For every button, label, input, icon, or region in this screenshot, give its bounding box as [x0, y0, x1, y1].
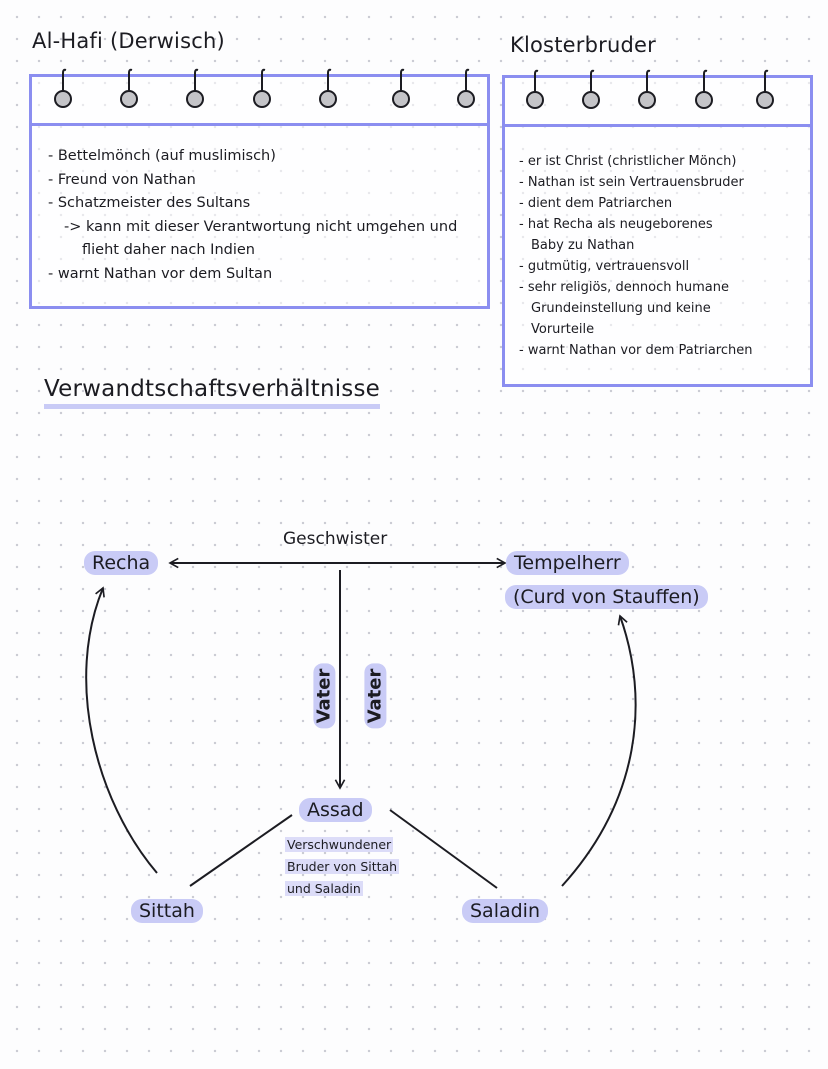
klosterbruder-list: - er ist Christ (christlicher Mönch) - N… — [519, 151, 810, 361]
list-item: - er ist Christ (christlicher Mönch) — [519, 154, 737, 169]
assad-note-line: Bruder von Sittah — [285, 859, 400, 874]
assad-note-line: Verschwundener — [285, 837, 394, 852]
spiral-ring-icon — [186, 68, 204, 108]
spiral-ring-icon — [120, 68, 138, 108]
label-vater-left: Vater — [313, 663, 336, 729]
list-item: Baby zu Nathan — [531, 238, 635, 253]
node-assad: Assad — [299, 798, 372, 822]
assad-sittah-line — [189, 814, 293, 887]
list-item: - gutmütig, vertrauensvoll — [519, 259, 690, 274]
klosterbruder-card: - er ist Christ (christlicher Mönch) - N… — [502, 69, 813, 387]
spiral-ring-icon — [319, 68, 337, 108]
list-item: - warnt Nathan vor dem Patriarchen — [519, 343, 753, 358]
node-sittah: Sittah — [131, 899, 203, 923]
assad-note-line: und Saladin — [285, 881, 363, 896]
list-item: flieht daher nach Indien — [82, 242, 255, 258]
assad-saladin-line — [389, 809, 498, 889]
spiral-ring-icon — [695, 69, 713, 109]
sittah-recha-arrow — [85, 586, 158, 874]
alhafi-ring-bar — [32, 68, 487, 126]
node-tempelherr: Tempelherr — [506, 551, 629, 575]
section-title: Verwandtschaftsverhältnisse — [44, 376, 381, 409]
list-item: - dient dem Patriarchen — [519, 196, 673, 211]
list-item: - Nathan ist sein Vertrauensbruder — [519, 175, 744, 190]
alhafi-title: Al-Hafi (Derwisch) — [32, 29, 225, 53]
list-item: - sehr religiös, dennoch humane — [519, 280, 729, 295]
alhafi-card: - Bettelmönch (auf muslimisch) - Freund … — [29, 68, 490, 309]
list-item: - Schatzmeister des Sultans — [48, 195, 251, 211]
spiral-ring-icon — [582, 69, 600, 109]
spiral-ring-icon — [54, 68, 72, 108]
list-item: -> kann mit dieser Verantwortung nicht u… — [64, 218, 458, 235]
klosterbruder-ring-bar — [505, 69, 810, 127]
label-vater-right: Vater — [364, 663, 387, 729]
alhafi-list: - Bettelmönch (auf muslimisch) - Freund … — [48, 145, 487, 286]
list-item: Grundeinstellung und keine — [531, 301, 711, 316]
assad-note: Verschwundener Bruder von Sittah und Sal… — [285, 834, 400, 900]
node-saladin: Saladin — [462, 899, 549, 923]
list-item: - hat Recha als neugeborenes — [519, 217, 713, 232]
spiral-ring-icon — [638, 69, 656, 109]
label-geschwister: Geschwister — [283, 529, 388, 549]
spiral-ring-icon — [392, 68, 410, 108]
list-item: Vorurteile — [531, 322, 595, 337]
spiral-ring-icon — [526, 69, 544, 109]
spiral-ring-icon — [253, 68, 271, 108]
list-item: - Freund von Nathan — [48, 171, 196, 188]
node-recha: Recha — [84, 551, 159, 575]
spiral-ring-icon — [457, 68, 475, 108]
node-tempelherr-subtitle: (Curd von Stauffen) — [505, 585, 708, 609]
saladin-tempelherr-arrow — [561, 614, 637, 887]
spiral-ring-icon — [756, 69, 774, 109]
klosterbruder-title: Klosterbruder — [510, 33, 656, 57]
list-item: - warnt Nathan vor dem Sultan — [48, 265, 273, 282]
list-item: - Bettelmönch (auf muslimisch) — [48, 148, 276, 164]
